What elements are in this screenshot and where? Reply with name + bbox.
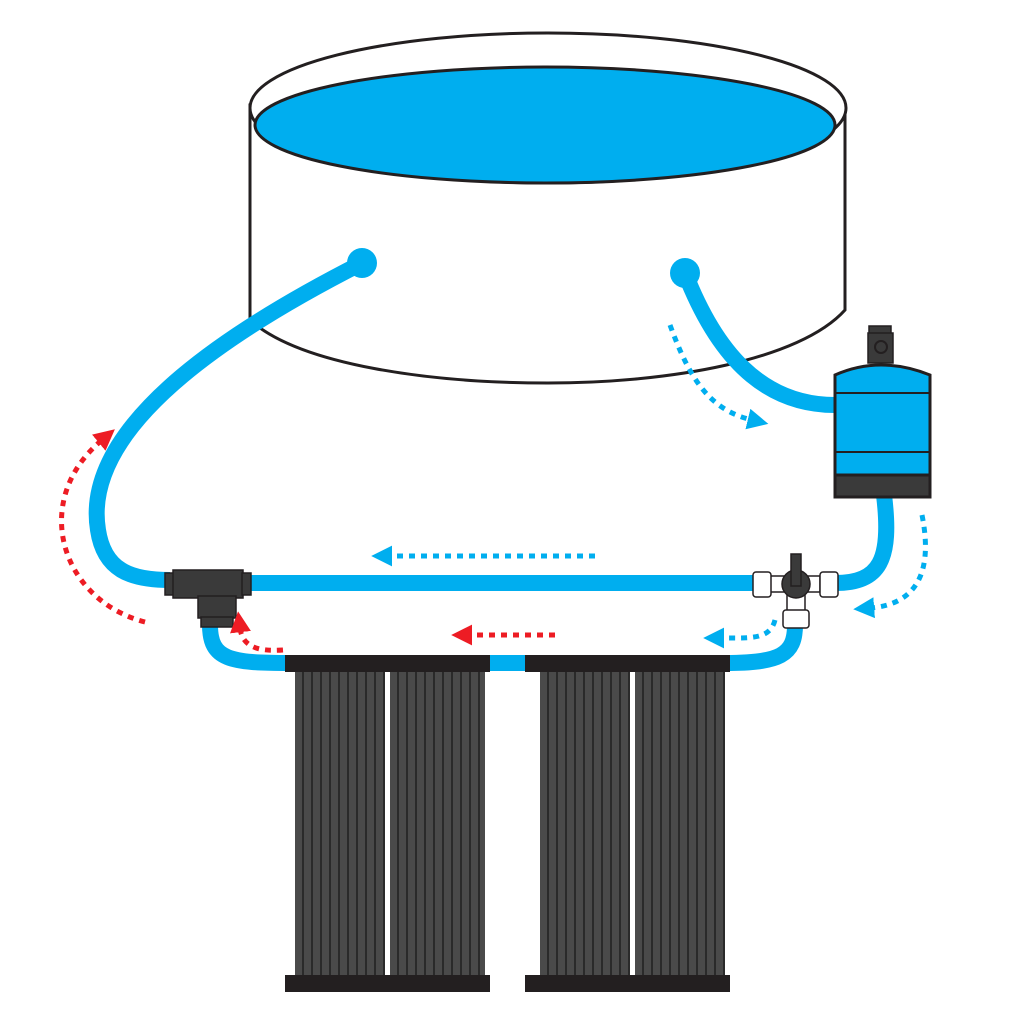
- intake-hose: [677, 270, 836, 413]
- flow-arrow-cold: [703, 619, 778, 649]
- flow-arrow-cold: [667, 324, 769, 430]
- flow-arrow-hot: [230, 611, 284, 653]
- solar-panel-header-1: [285, 655, 490, 672]
- t-fitting: [164, 569, 252, 628]
- pool-water: [253, 65, 837, 185]
- solar-panel-header-2: [525, 655, 730, 672]
- pool: [248, 31, 848, 385]
- solar-panels: [285, 655, 730, 992]
- pump: [833, 325, 932, 499]
- flow-arrow-cold: [853, 514, 928, 619]
- return-hose: [88, 255, 366, 588]
- valve-handle[interactable]: [790, 553, 802, 587]
- hoses: [88, 255, 895, 671]
- flow-arrows: [59, 324, 928, 653]
- three-way-valve[interactable]: [752, 553, 839, 629]
- return-inlet: [347, 248, 377, 278]
- solar-panel-footer-1: [285, 975, 490, 992]
- solar-panel-footer-2: [525, 975, 730, 992]
- panel-feed-pipe: [724, 624, 803, 671]
- intake-outlet: [670, 258, 700, 288]
- panel-return-pipe: [202, 624, 291, 671]
- pump-outlet-hose: [834, 494, 895, 591]
